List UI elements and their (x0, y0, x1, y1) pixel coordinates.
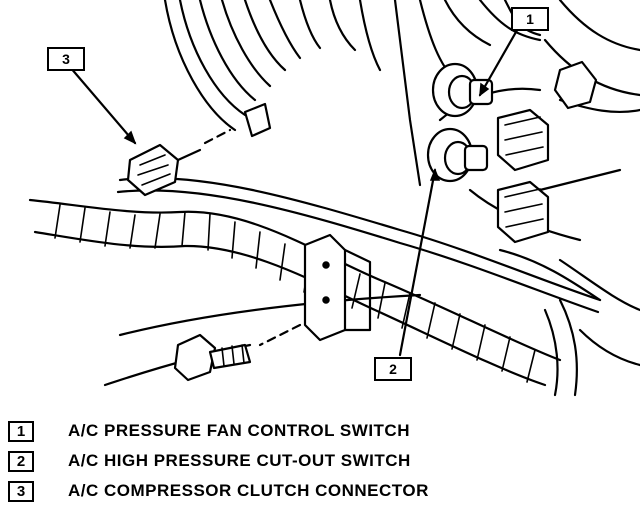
leader-lines (68, 23, 522, 357)
pressure-fan-control-switch (431, 62, 494, 118)
legend-label-2: A/C HIGH PRESSURE CUT-OUT SWITCH (68, 451, 411, 470)
callout-3: 3 (47, 47, 85, 71)
switch-connectors (496, 60, 598, 244)
wiring-harness (28, 176, 602, 397)
legend-item-3: 3 A/C COMPRESSOR CLUTCH CONNECTOR (0, 478, 429, 504)
callout-2: 2 (374, 357, 412, 381)
legend-number-3: 3 (8, 480, 34, 502)
legend-item-2: 2 A/C HIGH PRESSURE CUT-OUT SWITCH (0, 448, 411, 474)
legend-label-3: A/C COMPRESSOR CLUTCH CONNECTOR (68, 481, 429, 500)
compressor-clutch-connector (126, 102, 272, 197)
callout-1-number: 1 (526, 11, 534, 27)
legend-item-1: 1 A/C PRESSURE FAN CONTROL SWITCH (0, 418, 410, 444)
legend-number-1: 1 (8, 420, 34, 442)
callout-3-number: 3 (62, 51, 70, 67)
high-pressure-cut-out-switch (426, 127, 489, 183)
mounting-bracket (258, 233, 372, 347)
legend-label-1: A/C PRESSURE FAN CONTROL SWITCH (68, 421, 410, 440)
callout-1: 1 (511, 7, 549, 31)
legend-number-2: 2 (8, 450, 34, 472)
callout-2-number: 2 (389, 361, 397, 377)
bolt (173, 333, 252, 382)
